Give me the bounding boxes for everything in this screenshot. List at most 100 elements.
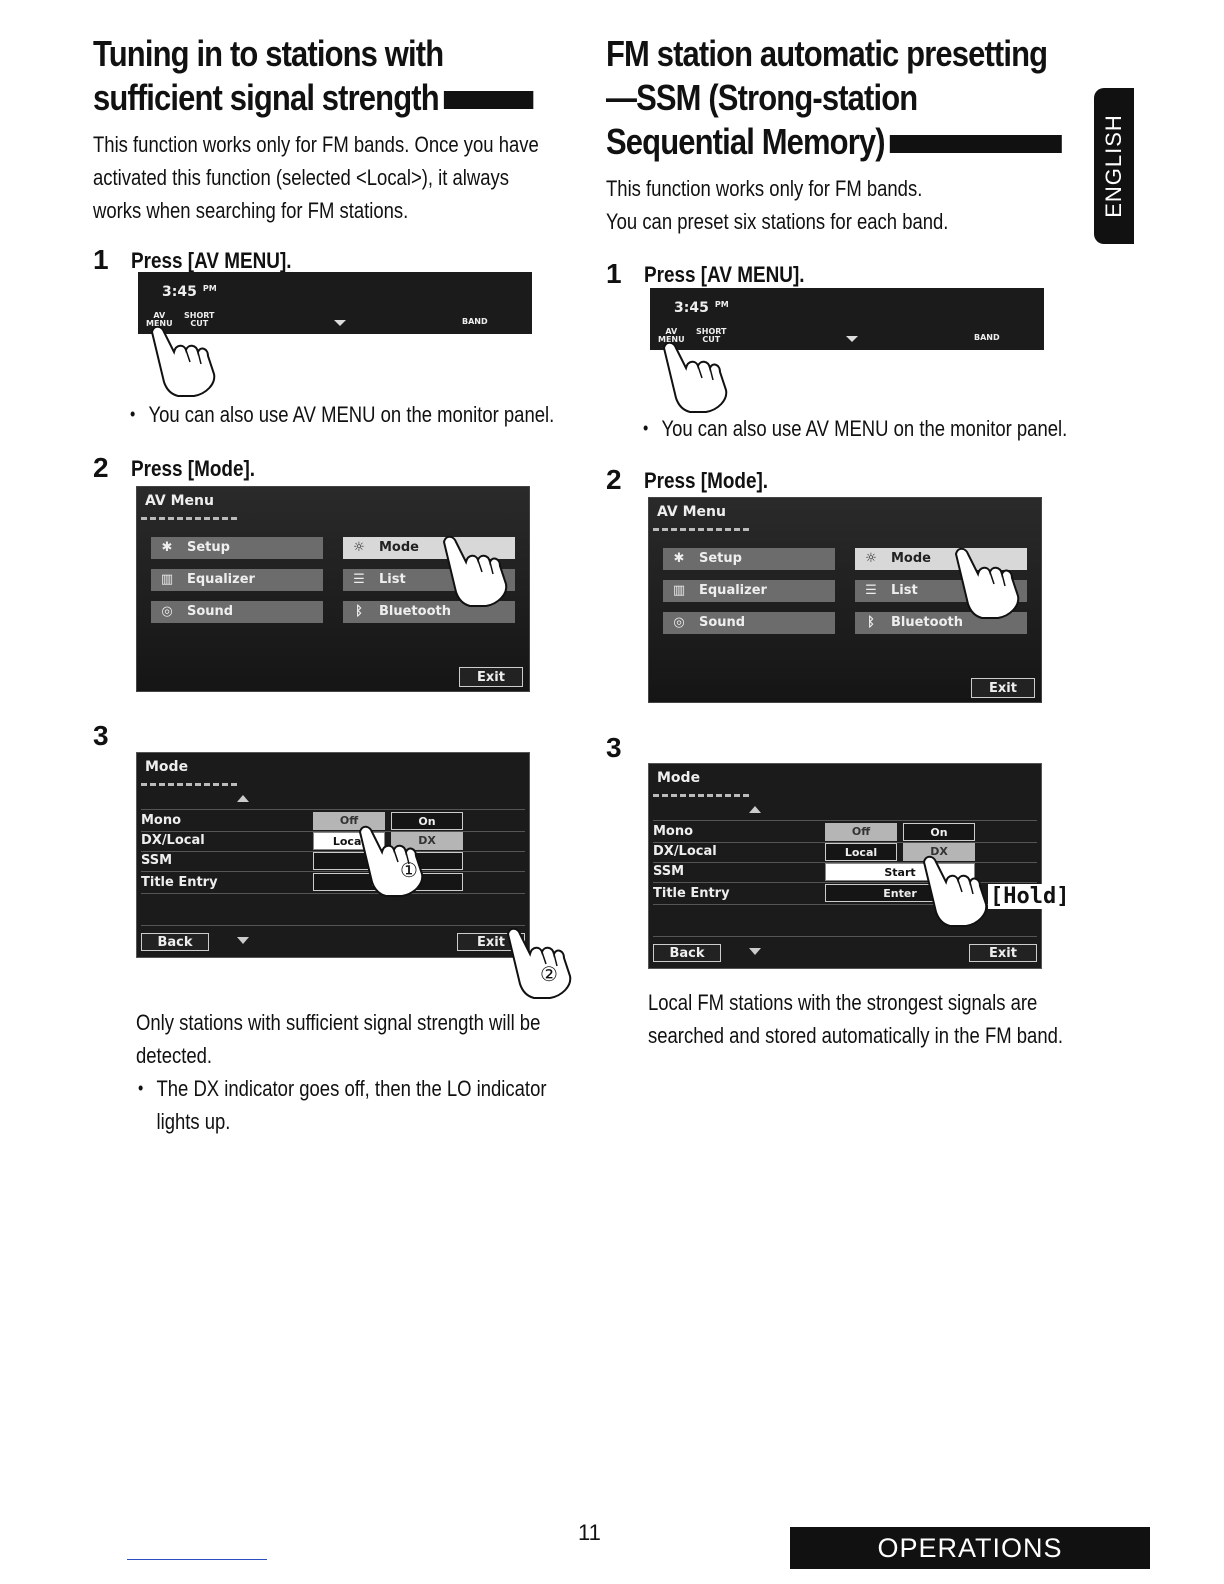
row-divider — [141, 809, 525, 810]
row-divider — [653, 842, 1037, 843]
step-number: 2 — [93, 452, 109, 483]
row-divider — [141, 831, 525, 832]
av-menu-title: AV Menu — [145, 493, 214, 509]
list-icon: ☰ — [353, 572, 365, 587]
back-button[interactable]: Back — [141, 933, 209, 951]
scroll-up-icon[interactable] — [749, 806, 761, 813]
bluetooth-label: Bluetooth — [891, 615, 963, 630]
chevron-down-icon[interactable] — [334, 320, 346, 326]
exit-button[interactable]: Exit — [459, 667, 523, 687]
step-number: 3 — [93, 720, 109, 751]
step-text: Press [AV MENU]. — [644, 262, 805, 287]
heading-bar — [443, 91, 534, 110]
row-divider — [141, 893, 525, 894]
mode-button[interactable]: ☼Mode — [855, 548, 1027, 570]
divider — [141, 783, 237, 786]
divider — [141, 517, 237, 520]
right-mode-screen: Mode Mono Off On DX/Local Local DX SSM S… — [648, 763, 1042, 969]
mono-on-button[interactable]: On — [903, 823, 975, 841]
setup-button[interactable]: ✱ Setup — [151, 537, 323, 559]
short-cut-button[interactable]: SHORT CUT — [696, 327, 727, 344]
scroll-down-icon[interactable] — [749, 948, 761, 955]
right-heading: FM station automatic presetting —SSM (St… — [606, 32, 1062, 164]
step-text: Press [Mode]. — [644, 468, 769, 493]
right-step1: 1 Press [AV MENU]. — [606, 258, 1086, 290]
mono-off-button[interactable]: Off — [313, 812, 385, 830]
local-button[interactable]: Local — [825, 843, 897, 861]
av-menu-button[interactable]: AV MENU — [658, 327, 685, 344]
equalizer-icon: ▥ — [160, 572, 174, 587]
equalizer-button[interactable]: ▥ Equalizer — [151, 569, 323, 591]
right-intro-line2: You can preset six stations for each ban… — [606, 209, 949, 234]
mono-off-button[interactable]: Off — [825, 823, 897, 841]
row-divider — [653, 882, 1037, 883]
chevron-down-icon[interactable] — [846, 336, 858, 342]
gear-icon: ✱ — [673, 551, 685, 566]
title-entry-label: Title Entry — [141, 875, 218, 890]
clock-pm: PM — [202, 284, 217, 293]
divider — [653, 794, 749, 797]
mode-title: Mode — [657, 770, 701, 786]
dx-button[interactable]: DX — [391, 832, 463, 850]
list-icon: ☰ — [865, 583, 877, 598]
pointing-hand-icon — [358, 825, 424, 897]
sound-button[interactable]: ◎Sound — [151, 601, 323, 623]
av-menu-title: AV Menu — [657, 504, 726, 520]
sound-label: Sound — [699, 615, 746, 630]
pointing-hand-icon — [442, 535, 508, 607]
dx-local-label: DX/Local — [141, 833, 205, 848]
equalizer-button[interactable]: ▥Equalizer — [663, 580, 835, 602]
page-number: 11 — [578, 1520, 601, 1545]
band-button[interactable]: BAND — [974, 333, 1000, 342]
right-heading-line1: FM station automatic presetting — [606, 33, 1048, 74]
sound-icon: ◎ — [673, 615, 685, 630]
divider — [653, 528, 749, 531]
gear-icon: ✱ — [161, 540, 173, 555]
short-cut-button[interactable]: SHORT CUT — [184, 311, 215, 328]
row-divider — [653, 904, 1037, 905]
step-number: 2 — [606, 464, 622, 495]
right-intro: This function works only for FM bands. Y… — [606, 172, 1085, 238]
row-divider — [653, 936, 1037, 937]
mode-label: Mode — [891, 551, 931, 566]
band-button[interactable]: BAND — [462, 317, 488, 326]
left-step1: 1 Press [AV MENU]. — [93, 244, 573, 276]
left-step2: 2 Press [Mode]. — [93, 452, 573, 484]
step-number: 3 — [606, 732, 622, 763]
right-heading-line2: —SSM (Strong-station — [606, 77, 918, 118]
left-mode-screen: Mode Mono Off On DX/Local Local DX SSM S… — [136, 752, 530, 958]
mono-on-button[interactable]: On — [391, 812, 463, 830]
equalizer-label: Equalizer — [187, 572, 255, 587]
scroll-up-icon[interactable] — [237, 795, 249, 802]
scroll-down-icon[interactable] — [237, 937, 249, 944]
exit-button[interactable]: Exit — [971, 678, 1035, 698]
right-column: FM station automatic presetting —SSM (St… — [606, 32, 1086, 238]
step-number: 1 — [606, 258, 622, 289]
left-intro-line3: works when searching for FM stations. — [93, 198, 409, 223]
sound-button[interactable]: ◎ Sound — [663, 612, 835, 634]
language-tab-label: ENGLISH — [1101, 114, 1126, 218]
left-heading-line2-text: sufficient signal strength — [93, 77, 440, 118]
left-result-line1: Only stations with sufficient signal str… — [136, 1010, 541, 1035]
right-result-line2: searched and stored automatically in the… — [648, 1023, 1064, 1048]
right-result-line1: Local FM stations with the strongest sig… — [648, 990, 1038, 1015]
right-heading-line3-text: Sequential Memory) — [606, 121, 886, 162]
left-intro: This function works only for FM bands. O… — [93, 128, 572, 227]
av-menu-button[interactable]: AV MENU — [146, 311, 173, 328]
hold-label: [Hold] — [988, 884, 1072, 909]
ssm-label: SSM — [653, 864, 685, 879]
section-footer: OPERATIONS — [790, 1527, 1150, 1569]
footer-line — [127, 1559, 267, 1560]
language-tab: ENGLISH — [1094, 88, 1134, 244]
left-step3: 3 — [93, 720, 153, 752]
exit-button[interactable]: Exit — [969, 944, 1037, 962]
setup-label: Setup — [187, 540, 230, 555]
dx-button[interactable]: DX — [903, 843, 975, 861]
step-text: Press [AV MENU]. — [131, 248, 292, 273]
back-button[interactable]: Back — [653, 944, 721, 962]
setup-button[interactable]: ✱Setup — [663, 548, 835, 570]
mode-button[interactable]: ☼Mode — [343, 537, 515, 559]
mode-icon: ☼ — [353, 540, 365, 555]
